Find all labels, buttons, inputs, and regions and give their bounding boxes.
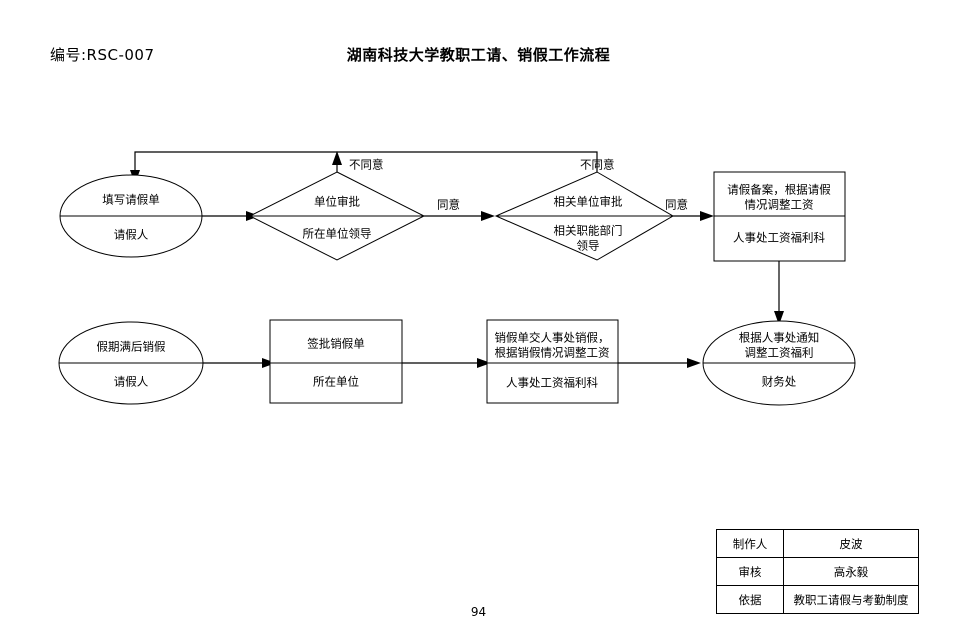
- signature-value-reviewer: 高永毅: [783, 557, 919, 586]
- signature-value-basis: 教职工请假与考勤制度: [783, 585, 919, 614]
- node-fill-leave-form-line1: 填写请假单: [102, 193, 160, 207]
- node-unit-approval[interactable]: 单位审批 所在单位领导: [248, 171, 426, 261]
- document-code: 编号:RSC-007: [50, 46, 155, 64]
- node-submit-hr-line1: 销假单交人事处销假，: [495, 331, 610, 345]
- node-submit-cancel-form-hr[interactable]: 销假单交人事处销假， 根据销假情况调整工资 人事处工资福利科: [486, 319, 619, 404]
- node-unit-approval-line1: 单位审批: [314, 195, 360, 209]
- edge-label-reject-1: 不同意: [349, 158, 384, 172]
- node-sign-cancel-line2: 所在单位: [313, 375, 359, 389]
- signature-key-author: 制作人: [716, 529, 784, 558]
- node-related-unit-approval-line2: 相关职能部门: [554, 224, 623, 238]
- table-row: 制作人 皮波: [716, 529, 919, 558]
- node-finance-adjust-salary[interactable]: 根据人事处通知 调整工资福利 财务处: [702, 320, 856, 406]
- connector-decision1-to-decision2: [424, 211, 495, 221]
- edge-label-agree-1: 同意: [437, 198, 460, 212]
- node-leave-record-line1: 请假备案，根据请假: [727, 183, 831, 197]
- node-submit-hr-line2: 根据销假情况调整工资: [495, 346, 610, 360]
- page-number: 94: [470, 605, 487, 619]
- node-sign-cancel-leave-form[interactable]: 签批销假单 所在单位: [269, 319, 403, 404]
- node-fill-leave-form[interactable]: 填写请假单 请假人: [59, 174, 203, 258]
- node-leave-record-line2: 情况调整工资: [745, 198, 814, 212]
- node-cancel-leave-line1: 假期满后销假: [97, 340, 166, 354]
- connector-decision2-to-process: [673, 211, 714, 221]
- node-fill-leave-form-line2: 请假人: [114, 228, 149, 242]
- connector-process-to-finance: [774, 261, 784, 325]
- node-related-unit-approval-line3: 领导: [577, 239, 600, 253]
- page-title: 湖南科技大学教职工请、销假工作流程: [346, 46, 611, 64]
- arrowhead-up-reject1: [332, 151, 342, 165]
- node-finance-line3: 财务处: [762, 375, 797, 389]
- arrowhead-to-hr-box: [477, 358, 491, 368]
- node-cancel-leave-after-expiry[interactable]: 假期满后销假 请假人: [58, 321, 204, 405]
- node-related-unit-approval-line1: 相关单位审批: [554, 195, 623, 209]
- arrowhead-down-to-finance: [774, 311, 784, 325]
- edge-label-reject-2: 不同意: [580, 158, 615, 172]
- edge-label-agree-2: 同意: [665, 198, 688, 212]
- arrowhead-to-process-box: [700, 211, 714, 221]
- node-related-unit-approval[interactable]: 相关单位审批 相关职能部门 领导: [494, 171, 674, 261]
- connector-box1-to-box2: [402, 358, 491, 368]
- table-row: 审核 高永毅: [716, 557, 919, 586]
- table-row: 依据 教职工请假与考勤制度: [716, 585, 919, 614]
- node-leave-record-line3: 人事处工资福利科: [733, 231, 825, 245]
- node-unit-approval-line2: 所在单位领导: [303, 227, 372, 241]
- node-sign-cancel-line1: 签批销假单: [307, 337, 365, 351]
- arrowhead-to-decision2: [481, 211, 495, 221]
- connector-row2-start-to-box1: [203, 358, 276, 368]
- node-finance-line2: 调整工资福利: [745, 346, 814, 360]
- node-cancel-leave-line2: 请假人: [114, 375, 149, 389]
- connector-box2-to-finance: [618, 358, 701, 368]
- signature-value-author: 皮波: [783, 529, 919, 558]
- node-submit-hr-line3: 人事处工资福利科: [506, 376, 598, 390]
- arrowhead-to-finance-ellipse: [687, 358, 701, 368]
- signature-key-basis: 依据: [716, 585, 784, 614]
- signature-key-reviewer: 审核: [716, 557, 784, 586]
- node-finance-line1: 根据人事处通知: [739, 331, 820, 345]
- node-leave-record-salary-adjust[interactable]: 请假备案，根据请假 情况调整工资 人事处工资福利科: [713, 171, 846, 262]
- signature-table: 制作人 皮波 审核 高永毅 依据 教职工请假与考勤制度: [716, 529, 919, 614]
- arrowhead-to-sign-box: [262, 358, 276, 368]
